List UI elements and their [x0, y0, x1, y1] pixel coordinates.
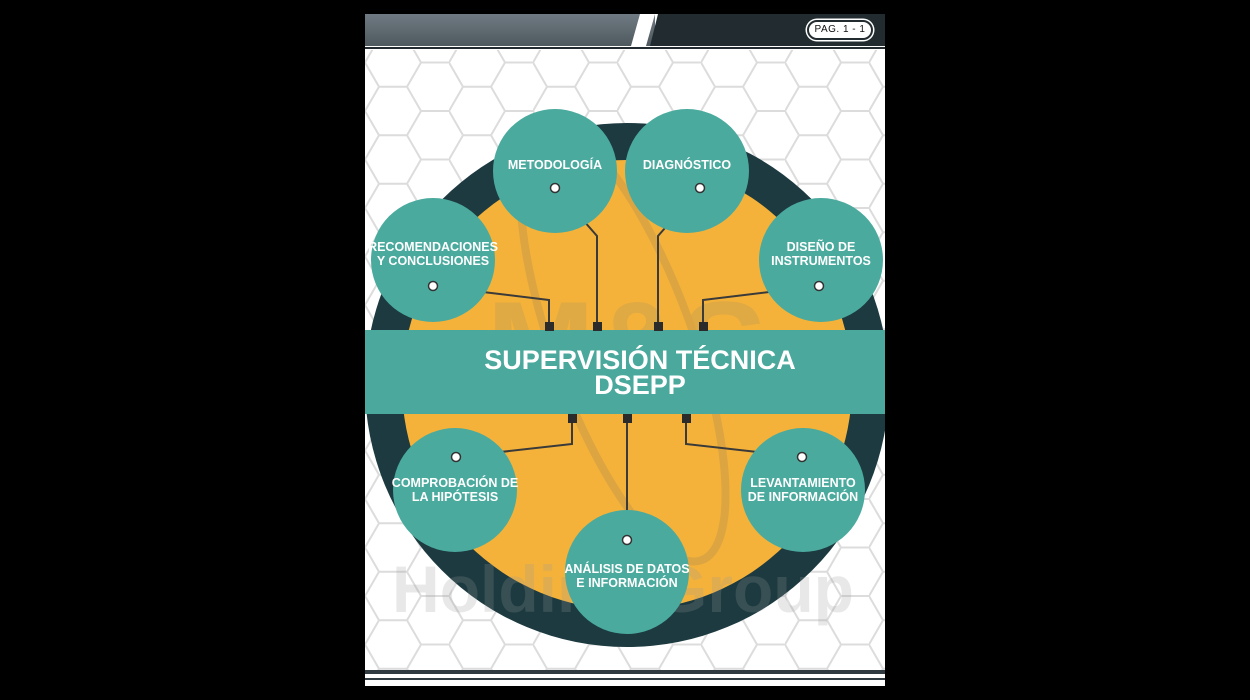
center-title-line2: DSEPP — [594, 370, 686, 400]
node-recomendaciones-label-line2: Y CONCLUSIONES — [377, 254, 489, 268]
document-page: PAG. 1 - 1 M&S ® Holding Group SUPERVISI… — [365, 14, 885, 686]
node-diseno-instrumentos-label-line2: INSTRUMENTOS — [771, 254, 871, 268]
node-levantamiento-label-line2: DE INFORMACIÓN — [748, 489, 858, 504]
node-metodologia: METODOLOGÍA — [493, 109, 617, 233]
node-analisis-datos-connector-dot — [621, 534, 633, 546]
footer-rule-top — [365, 670, 885, 674]
center-title-line1: SUPERVISIÓN TÉCNICA — [484, 344, 796, 375]
node-metodologia-circle — [493, 109, 617, 233]
node-comprobacion-label-line1: COMPROBACIÓN DE — [392, 475, 518, 490]
node-metodologia-label-line1: METODOLOGÍA — [508, 157, 602, 172]
node-diseno-instrumentos-connector-dot — [813, 280, 825, 292]
node-analisis-datos-anchor — [623, 414, 632, 423]
node-comprobacion-anchor — [568, 414, 577, 423]
footer-rule-bottom — [365, 678, 885, 680]
node-analisis-datos-label-line2: E INFORMACIÓN — [576, 575, 677, 590]
node-levantamiento-anchor — [682, 414, 691, 423]
header-divider — [365, 47, 885, 49]
node-metodologia-connector-dot — [549, 182, 561, 194]
header-bar-left — [365, 14, 655, 46]
process-diagram: M&S ® Holding Group SUPERVISIÓN TÉCNICA … — [365, 50, 885, 670]
node-analisis-datos-circle — [565, 510, 689, 634]
node-recomendaciones-circle — [371, 198, 495, 322]
node-diseno-instrumentos-circle — [759, 198, 883, 322]
node-levantamiento-circle — [741, 428, 865, 552]
node-comprobacion-connector-dot — [450, 451, 462, 463]
node-diagnostico-label-line1: DIAGNÓSTICO — [643, 157, 731, 172]
node-diagnostico-connector-dot — [694, 182, 706, 194]
node-levantamiento-connector-dot — [796, 451, 808, 463]
node-recomendaciones-label-line1: RECOMENDACIONES — [368, 240, 498, 254]
node-recomendaciones-connector-dot — [427, 280, 439, 292]
page-number-badge: PAG. 1 - 1 — [807, 20, 873, 40]
node-comprobacion-circle — [393, 428, 517, 552]
node-diagnostico-anchor — [654, 322, 663, 331]
node-analisis-datos-label-line1: ANÁLISIS DE DATOS — [564, 561, 689, 576]
node-diagnostico: DIAGNÓSTICO — [625, 109, 749, 233]
node-comprobacion-label-line2: LA HIPÓTESIS — [412, 489, 498, 504]
node-diseno-instrumentos-anchor — [699, 322, 708, 331]
center-band — [365, 330, 885, 414]
node-diagnostico-circle — [625, 109, 749, 233]
node-metodologia-anchor — [593, 322, 602, 331]
node-recomendaciones-anchor — [545, 322, 554, 331]
node-levantamiento-label-line1: LEVANTAMIENTO — [750, 476, 856, 490]
node-diseno-instrumentos-label-line1: DISEÑO DE — [787, 239, 856, 254]
